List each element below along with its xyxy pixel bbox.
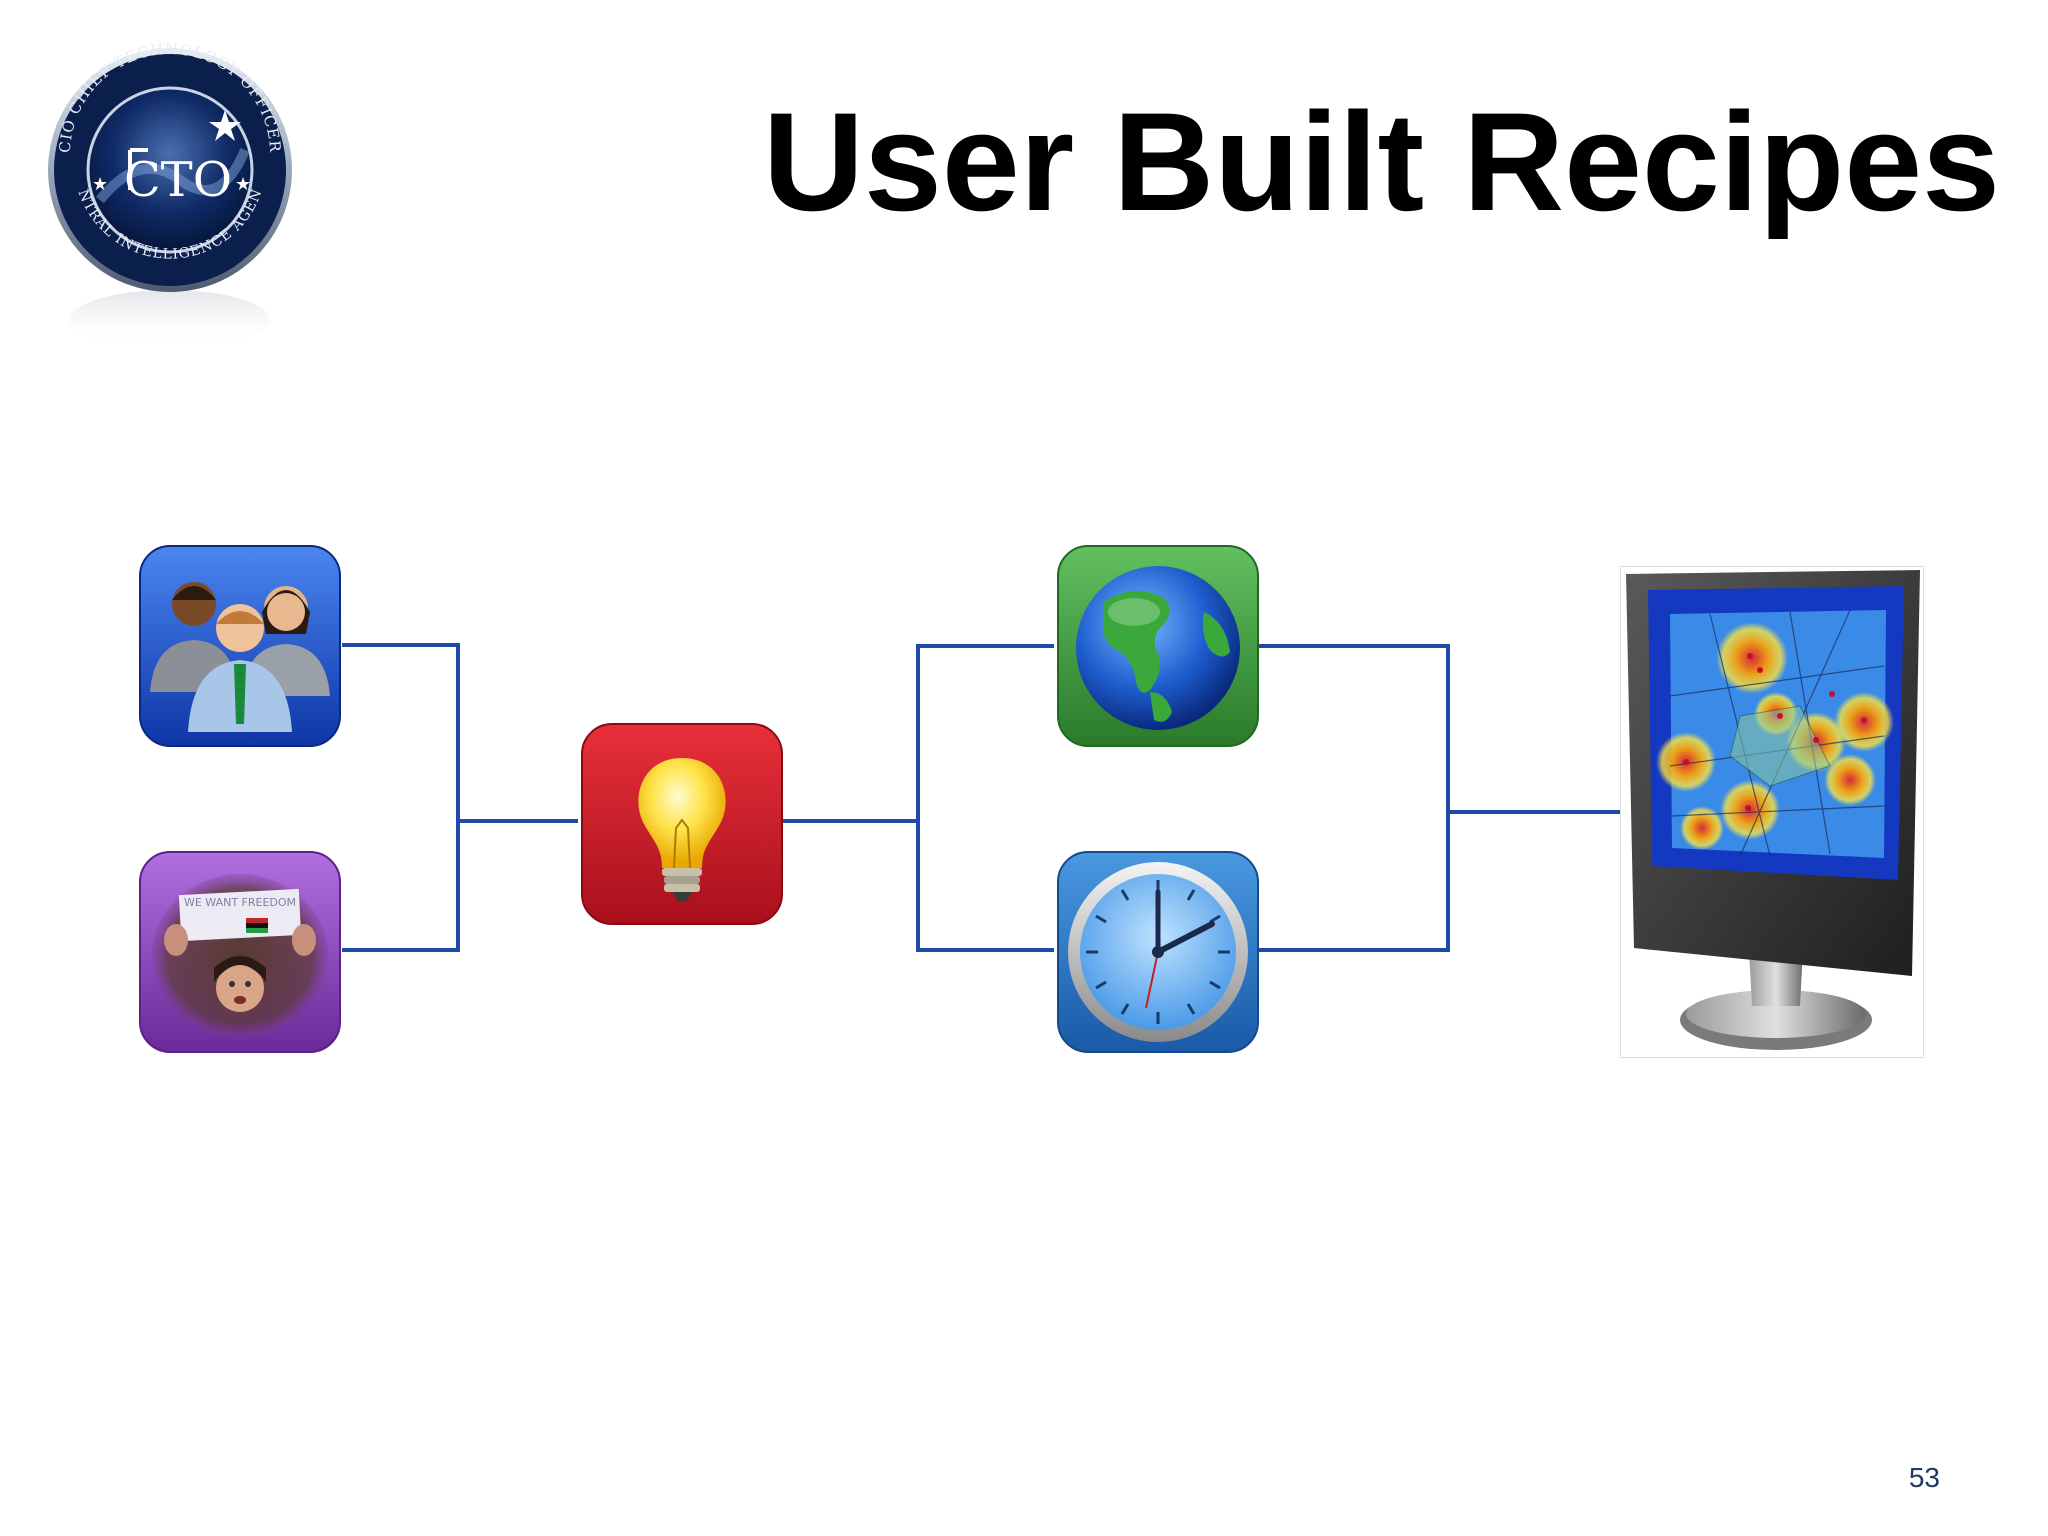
seal-center-text: CTO [124,152,232,208]
connector-inputs-bracket [342,643,460,952]
protest-photo-icon[interactable]: WE WANT FREEDOM [136,848,344,1056]
lightbulb-icon[interactable] [578,720,786,928]
globe-icon[interactable] [1054,542,1262,750]
clock-icon[interactable] [1054,848,1262,1056]
page-number: 53 [1908,1462,1940,1493]
heatmap-monitor-icon[interactable] [1620,566,1924,1058]
svg-text:★: ★ [235,174,251,195]
protest-sign-text: WE WANT FREEDOM [184,896,296,909]
connector-merge-bracket [1258,644,1450,952]
slide-title: User Built Recipes [762,83,2000,240]
people-group-icon[interactable] [136,542,344,750]
svg-text:★: ★ [92,174,108,195]
connector-outputs-bracket [916,644,1054,952]
cto-seal-logo: CIO CHIEF TECHNOLOGY OFFICER CENTRAL INT… [24,18,320,350]
